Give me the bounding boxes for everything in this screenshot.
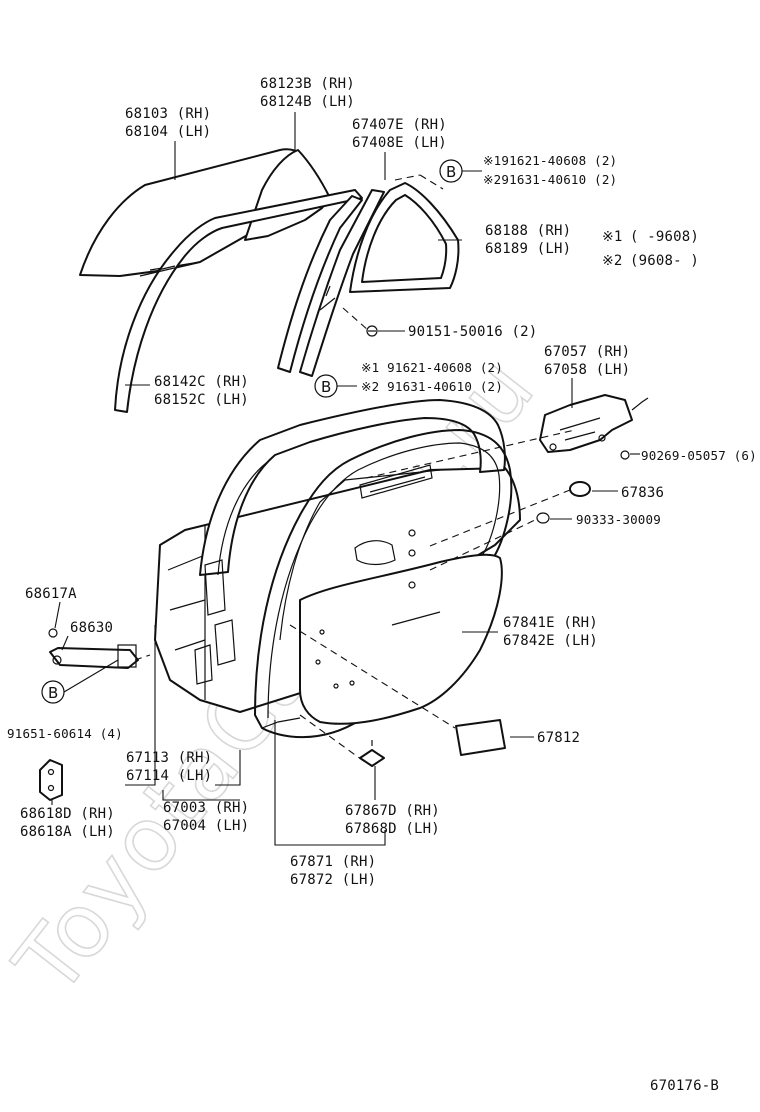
- door-sash-67113: [199, 399, 506, 641]
- label-68189: 68189 (LH): [485, 241, 571, 257]
- label-90333: 90333-30009: [576, 512, 661, 527]
- callout-b-3-letter: B: [48, 684, 58, 702]
- legend-range-2: (9608- ): [630, 253, 699, 269]
- label-68104: 68104 (LH): [125, 124, 211, 140]
- label-67872: 67872 (LH): [290, 872, 376, 888]
- label-68103: 68103 (RH): [125, 106, 211, 122]
- label-91651: 91651-60614 (4): [7, 726, 123, 741]
- label-67407E: 67407E (RH): [352, 117, 447, 133]
- screw-90151: [366, 325, 378, 337]
- label-68123B: 68123B (RH): [260, 76, 355, 92]
- callout-b-3: B: [41, 659, 119, 704]
- callout-b-2: B: [314, 374, 357, 398]
- patch-67812: [455, 719, 506, 756]
- clip-67867D: [359, 740, 385, 767]
- label-68618A: 68618A (LH): [20, 824, 115, 840]
- label-b2-line1: ※1 91621-40608 (2): [361, 360, 503, 375]
- assembly-dashed-lines: [134, 174, 576, 763]
- legend-range-1: ( -9608): [630, 229, 699, 245]
- door-lock-67057: [539, 394, 649, 453]
- screw-90269: [620, 450, 630, 460]
- label-67867D: 67867D (RH): [345, 803, 440, 819]
- label-b2-line2: ※2 91631-40610 (2): [361, 379, 503, 394]
- diagram-code: 670176-B: [650, 1078, 719, 1094]
- division-bar-channel: [277, 189, 385, 377]
- label-68124B: 68124B (LH): [260, 94, 355, 110]
- label-67842E: 67842E (LH): [503, 633, 598, 649]
- legend-mark-1: ※1: [602, 229, 623, 245]
- label-67113: 67113 (RH): [126, 750, 212, 766]
- label-68152C: 68152C (LH): [154, 392, 249, 408]
- label-67836: 67836: [621, 485, 664, 501]
- callout-b-2-letter: B: [321, 378, 331, 396]
- label-68188: 68188 (RH): [485, 223, 571, 239]
- door-inner-details: [354, 464, 433, 589]
- hole-plug-90333: [536, 512, 550, 524]
- label-67057: 67057 (RH): [544, 344, 630, 360]
- callout-b-1: B: [439, 159, 482, 183]
- label-67868D: 67868D (LH): [345, 821, 440, 837]
- leader-lines: [51, 112, 640, 846]
- plug-67836: [569, 481, 591, 497]
- label-68630: 68630: [70, 620, 113, 636]
- door-check-68630: [48, 628, 139, 669]
- legend-mark-2: ※2: [602, 253, 623, 269]
- label-67812: 67812: [537, 730, 580, 746]
- callout-b-1-letter: B: [446, 163, 456, 181]
- part-labels: 68123B (RH) 68124B (LH) 68103 (RH) 68104…: [7, 76, 757, 1094]
- label-67004: 67004 (LH): [163, 818, 249, 834]
- label-b1-line1: ※191621-40608 (2): [483, 153, 617, 168]
- label-90269: 90269-05057 (6): [641, 448, 757, 463]
- label-90151: 90151-50016 (2): [408, 324, 537, 340]
- label-68142C: 68142C (RH): [154, 374, 249, 390]
- door-hinge-area: [194, 559, 236, 685]
- label-67058: 67058 (LH): [544, 362, 630, 378]
- glass-run-68142C: [114, 189, 363, 413]
- label-67408E: 67408E (LH): [352, 135, 447, 151]
- label-b1-line2: ※291631-40610 (2): [483, 172, 617, 187]
- label-67114: 67114 (LH): [126, 768, 212, 784]
- label-68618D: 68618D (RH): [20, 806, 115, 822]
- label-67841E: 67841E (RH): [503, 615, 598, 631]
- label-67871: 67871 (RH): [290, 854, 376, 870]
- service-hole-cover-67841E: [299, 553, 503, 725]
- label-67003: 67003 (RH): [163, 800, 249, 816]
- quarter-weatherstrip-68188: [349, 182, 460, 293]
- label-68617A: 68617A: [25, 586, 77, 602]
- lower-hinge-68618D: [39, 759, 63, 801]
